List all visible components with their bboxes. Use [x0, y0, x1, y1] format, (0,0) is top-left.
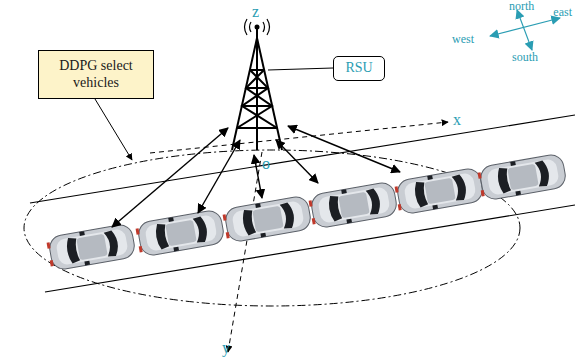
axis-label: o — [262, 156, 270, 172]
compass-label: west — [452, 33, 474, 45]
compass-label: east — [553, 6, 572, 18]
axis-label: z — [252, 4, 259, 20]
axis-label: y — [222, 340, 230, 356]
node-label: DDPG select vehicles — [44, 58, 148, 92]
compass-label: north — [509, 0, 534, 12]
node-label: RSU — [345, 60, 372, 77]
compass-label: south — [512, 51, 538, 63]
rsu-box: RSU — [333, 56, 385, 81]
axis-label: x — [453, 112, 461, 128]
note-box: DDPG select vehicles — [38, 50, 154, 99]
